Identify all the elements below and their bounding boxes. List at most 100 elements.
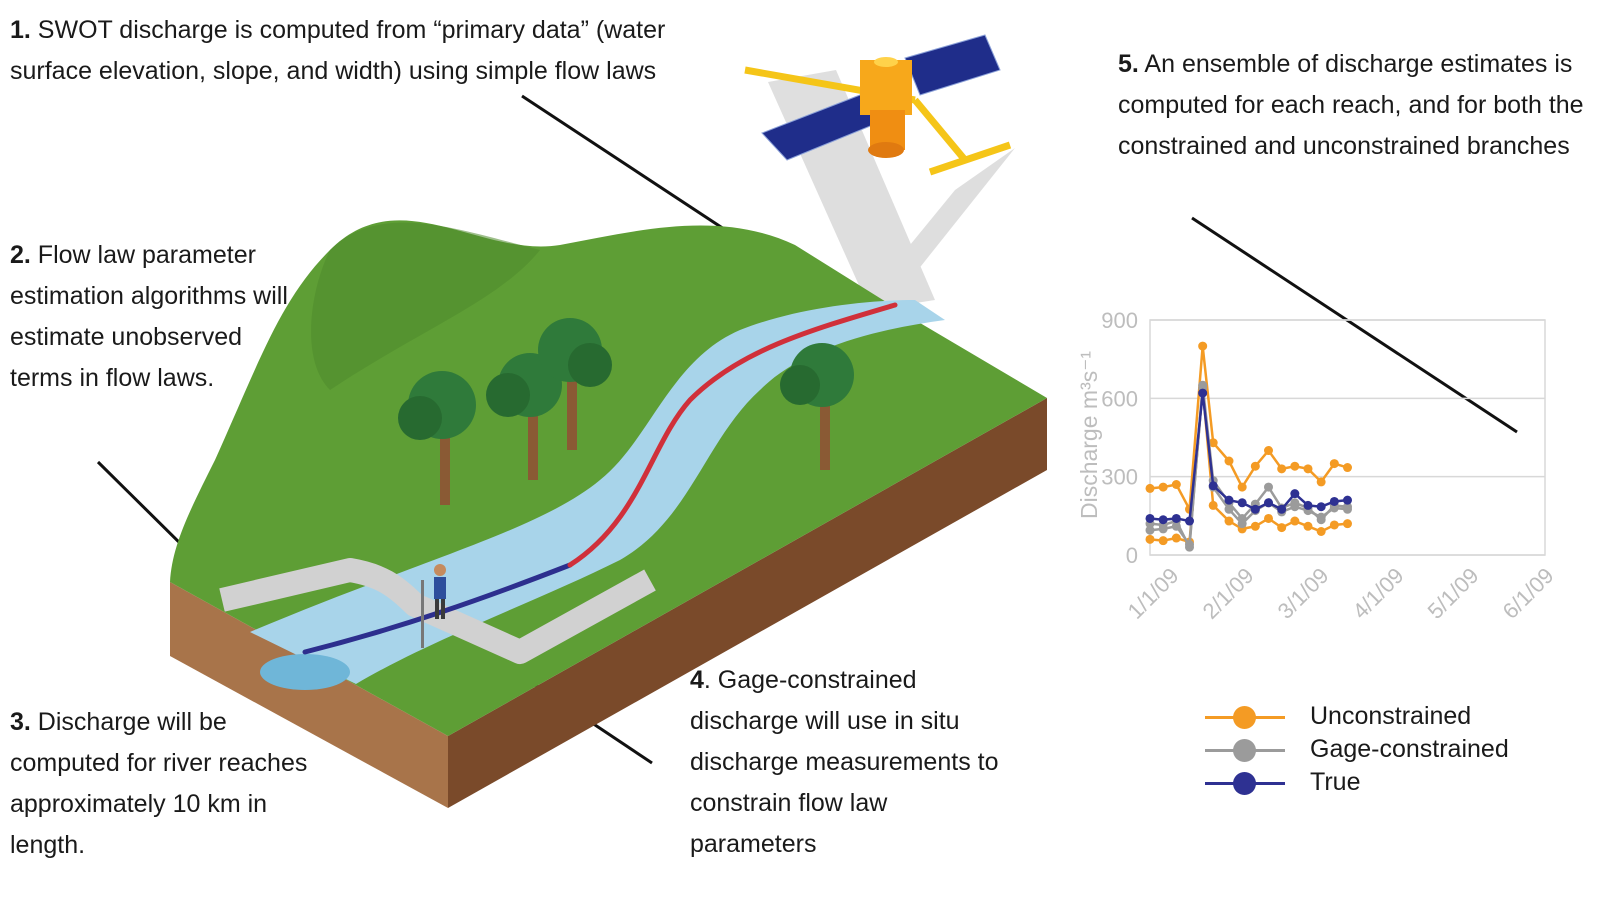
series-0 xyxy=(1145,341,1352,514)
data-point xyxy=(1250,504,1260,514)
data-point xyxy=(1208,500,1218,510)
chart-y-ticks: 0 300 600 900 xyxy=(1101,308,1138,568)
callout-1-text: SWOT discharge is computed from “primary… xyxy=(10,16,666,85)
data-point xyxy=(1290,516,1300,526)
data-point xyxy=(1158,536,1168,546)
y-tick-label: 300 xyxy=(1101,465,1138,490)
legend-label-true: True xyxy=(1310,768,1361,796)
tree-icon xyxy=(538,318,612,450)
chart-legend: Unconstrained Gage-constrained True xyxy=(1205,700,1509,799)
road xyxy=(219,558,656,664)
data-point xyxy=(1343,519,1352,529)
callout-2-number: 2. xyxy=(10,241,31,269)
legend-swatch-gage-constrained xyxy=(1205,739,1285,762)
data-point xyxy=(1264,446,1273,456)
callout-3: 3. Discharge will be computed for river … xyxy=(10,702,310,866)
data-point xyxy=(1277,464,1287,474)
chart-y-axis-label: Discharge m³s⁻¹ xyxy=(1076,351,1102,519)
soil-front-face xyxy=(170,582,448,808)
data-point xyxy=(1198,388,1208,398)
data-point xyxy=(1224,495,1234,505)
data-point xyxy=(1171,513,1181,523)
y-tick-label: 0 xyxy=(1126,543,1138,568)
reach-line-red xyxy=(567,302,898,568)
data-point xyxy=(1208,438,1218,448)
data-point xyxy=(1171,521,1181,531)
data-point xyxy=(1158,515,1168,525)
data-point xyxy=(1303,464,1313,474)
data-point xyxy=(1158,524,1168,534)
data-point xyxy=(1250,461,1260,471)
x-tick-label: 3/1/09 xyxy=(1273,563,1334,624)
legend-item-true: True xyxy=(1205,766,1509,799)
data-point xyxy=(1329,496,1339,506)
data-point xyxy=(1185,540,1194,550)
data-point xyxy=(1264,482,1273,492)
data-point xyxy=(1171,533,1181,543)
data-point xyxy=(1277,504,1287,514)
callout-2-text: Flow law parameter estimation algorithms… xyxy=(10,241,288,392)
x-tick-label: 2/1/09 xyxy=(1198,563,1259,624)
series-line xyxy=(1149,387,1348,549)
data-point xyxy=(1208,481,1218,491)
y-tick-label: 600 xyxy=(1101,386,1138,411)
data-point xyxy=(1303,500,1313,510)
tree-icon xyxy=(780,343,854,470)
x-tick-label: 1/1/09 xyxy=(1123,563,1184,624)
soil-side-face xyxy=(448,398,1047,808)
data-point xyxy=(1343,495,1352,505)
legend-swatch-unconstrained xyxy=(1205,706,1285,729)
data-point xyxy=(1303,521,1313,531)
data-point xyxy=(1264,498,1273,508)
data-point xyxy=(1316,477,1326,487)
data-point xyxy=(1237,482,1247,492)
legend-label-gage-constrained: Gage-constrained xyxy=(1310,735,1509,763)
series-4 xyxy=(1145,388,1352,526)
data-point xyxy=(1237,519,1247,529)
data-point xyxy=(1290,502,1300,512)
callout-1: 1. SWOT discharge is computed from “prim… xyxy=(10,10,690,92)
chart-grid xyxy=(1149,319,1546,556)
callout-4: 4. Gage-constrained discharge will use i… xyxy=(690,660,1020,865)
data-point xyxy=(1224,516,1234,526)
legend-swatch-true xyxy=(1205,772,1285,795)
data-point xyxy=(1343,463,1352,473)
data-point xyxy=(1277,523,1287,533)
callout-5: 5. An ensemble of discharge estimates is… xyxy=(1118,44,1613,167)
pond xyxy=(260,654,350,690)
data-point xyxy=(1145,534,1155,544)
data-point xyxy=(1329,459,1339,469)
x-tick-label: 4/1/09 xyxy=(1348,563,1409,624)
data-point xyxy=(1343,504,1352,514)
hill-shade xyxy=(311,222,540,390)
series-line xyxy=(1149,345,1348,514)
data-point xyxy=(1185,516,1194,526)
data-point xyxy=(1198,341,1208,351)
data-point xyxy=(1264,513,1273,523)
callout-2: 2. Flow law parameter estimation algorit… xyxy=(10,235,300,399)
chart-series xyxy=(1145,341,1352,552)
x-tick-label: 6/1/09 xyxy=(1498,563,1559,624)
data-point xyxy=(1158,482,1168,492)
data-point xyxy=(1145,513,1155,523)
data-point xyxy=(1250,521,1260,531)
leader-line-5 xyxy=(1191,216,1518,434)
series-line xyxy=(1149,392,1348,523)
data-point xyxy=(1171,480,1181,489)
data-point xyxy=(1145,525,1155,535)
data-point xyxy=(1316,527,1326,536)
callout-3-text: Discharge will be computed for river rea… xyxy=(10,708,308,859)
callout-4-number: 4 xyxy=(690,666,704,694)
x-tick-label: 5/1/09 xyxy=(1423,563,1484,624)
legend-item-unconstrained: Unconstrained xyxy=(1205,700,1509,733)
legend-item-gage-constrained: Gage-constrained xyxy=(1205,733,1509,766)
y-tick-label: 900 xyxy=(1101,308,1138,333)
data-point xyxy=(1316,512,1326,522)
callout-5-text: An ensemble of discharge estimates is co… xyxy=(1118,50,1584,160)
callout-3-number: 3. xyxy=(10,708,31,736)
series-line xyxy=(1149,387,1348,544)
data-point xyxy=(1224,504,1234,514)
